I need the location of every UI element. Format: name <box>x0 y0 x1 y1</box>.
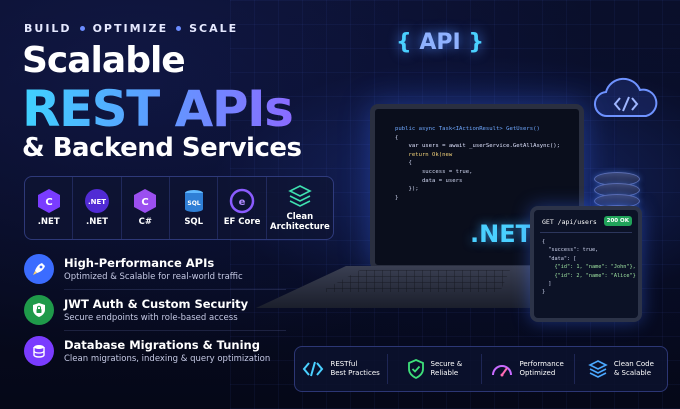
code-line: }); <box>395 186 419 193</box>
feature-item: High-Performance APIs Optimized & Scalab… <box>24 251 286 287</box>
tagline: BUILD OPTIMIZE SCALE <box>24 22 238 35</box>
bottom-feature-item: RESTful Best Practices <box>295 354 389 384</box>
database-icon <box>24 336 54 366</box>
code-line: return Ok(new <box>395 151 453 158</box>
svg-text:.NET: .NET <box>88 198 106 206</box>
json-line: } <box>542 289 546 296</box>
tagline-dot <box>79 26 85 31</box>
dotnet-icon: .NET <box>84 188 110 214</box>
bottom-feature-label: Secure & Reliable <box>430 360 463 377</box>
feature-item: JWT Auth & Custom Security Secure endpoi… <box>24 292 286 328</box>
tech-item: SQL SQL <box>170 177 219 239</box>
speedometer-icon <box>492 365 513 377</box>
bottom-feature-label: Clean Code & Scalable <box>613 360 654 377</box>
headline-line-1: Scalable <box>22 40 186 81</box>
tech-stack-bar: C .NET .NET .NET C C# SQL SQL e EF Core … <box>24 176 334 240</box>
brace-close: } <box>468 30 485 55</box>
bottom-feature-item: Secure & Reliable <box>388 354 482 384</box>
status-badge: 200 OK <box>603 216 632 226</box>
code-line: } <box>395 194 399 201</box>
svg-text:C: C <box>45 197 52 208</box>
divider <box>540 232 632 233</box>
json-response: { "success": true, "data": [ {"id": 1, "… <box>542 238 636 297</box>
tech-item: C C# <box>122 177 171 239</box>
brace-open: { <box>396 30 412 55</box>
feature-desc: Clean migrations, indexing & query optim… <box>64 354 271 364</box>
json-line: ] <box>542 281 552 288</box>
tech-label: SQL <box>184 217 204 228</box>
ef-core-icon: e <box>229 188 255 214</box>
json-line: {"id": 1, "name": "John"}, <box>542 264 636 271</box>
code-line: data = users <box>395 177 463 184</box>
api-text: API <box>419 30 461 55</box>
svg-text:C: C <box>142 197 149 208</box>
divider <box>64 289 286 290</box>
shield-check-icon <box>407 359 424 379</box>
svg-text:SQL: SQL <box>187 200 200 207</box>
tagline-word: OPTIMIZE <box>92 22 169 35</box>
tech-item: C .NET <box>25 177 74 239</box>
code-line: var users = await _userService.GetAllAsy… <box>395 143 561 150</box>
bottom-feature-item: Performance Optimized <box>482 354 575 384</box>
feature-title: High-Performance APIs <box>64 256 215 270</box>
sql-icon: SQL <box>181 188 207 214</box>
divider <box>64 330 286 331</box>
json-line: { <box>542 239 546 245</box>
cloud-code-icon <box>594 77 658 118</box>
feature-desc: Optimized & Scalable for real-world traf… <box>64 272 243 282</box>
tagline-word: BUILD <box>24 22 72 35</box>
feature-title: Database Migrations & Tuning <box>64 338 260 352</box>
tech-item: Clean Architecture <box>267 177 333 239</box>
json-line: {"id": 2, "name": "Alice"} <box>542 272 636 279</box>
laptop-keyboard <box>320 270 510 292</box>
code-brackets-icon <box>303 361 324 377</box>
feature-title: JWT Auth & Custom Security <box>64 297 249 311</box>
lock-shield-icon <box>24 295 54 325</box>
svg-text:e: e <box>239 197 246 208</box>
code-block: public async Task<IActionResult> GetUser… <box>395 125 560 202</box>
tablet-endpoint: GET /api/users <box>542 218 597 226</box>
tech-label: .NET <box>86 217 108 228</box>
code-line: { <box>395 134 399 141</box>
code-line: { <box>395 160 412 167</box>
bottom-feature-label: RESTful Best Practices <box>330 360 380 377</box>
tech-item: e EF Core <box>218 177 267 239</box>
dotnet-csharp-icon: C <box>36 188 62 214</box>
tech-label: EF Core <box>223 217 261 228</box>
bottom-features-bar: RESTful Best Practices Secure & Reliable… <box>294 346 668 392</box>
net-label: .NET <box>470 220 532 248</box>
headline-line-2: REST APIs <box>22 80 294 138</box>
csharp-icon: C <box>132 188 158 214</box>
feature-list: High-Performance APIs Optimized & Scalab… <box>24 251 286 371</box>
tablet-response-panel: GET /api/users 200 OK { "success": true,… <box>530 206 642 322</box>
feature-item: Database Migrations & Tuning Clean migra… <box>24 333 286 369</box>
code-line: success = true, <box>395 168 473 175</box>
api-tag: { API } <box>396 30 484 55</box>
layers-icon <box>287 183 313 209</box>
tagline-word: SCALE <box>189 22 239 35</box>
tech-label: .NET <box>37 217 60 228</box>
tech-item: .NET .NET <box>73 177 122 239</box>
headline-line-3: & Backend Services <box>22 133 302 163</box>
tech-label: C# <box>138 217 153 228</box>
feature-desc: Secure endpoints with role-based access <box>64 313 238 323</box>
json-line: "data": [ <box>542 255 577 262</box>
laptop-screen: public async Task<IActionResult> GetUser… <box>370 104 584 270</box>
layers-icon <box>588 360 608 378</box>
tech-label: Clean Architecture <box>270 212 330 232</box>
code-line: public async Task<IActionResult> GetUser… <box>395 126 540 132</box>
bottom-feature-item: Clean Code & Scalable <box>575 354 667 384</box>
json-line: "success": true, <box>542 247 599 254</box>
tagline-dot <box>176 26 182 31</box>
bottom-feature-label: Performance Optimized <box>519 360 564 377</box>
rocket-icon <box>24 254 54 284</box>
